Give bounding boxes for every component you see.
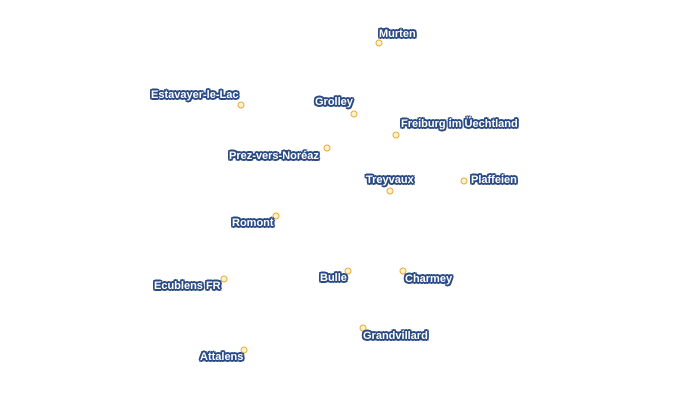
place-marker-icon[interactable] [392, 131, 400, 139]
place-label: Murten [379, 28, 416, 40]
place-label: Ecublens FR [154, 280, 221, 292]
place-label: Grolley [315, 96, 353, 108]
place-label: Grandvillard [363, 330, 428, 342]
place-marker-icon[interactable] [399, 267, 407, 275]
place-marker-icon[interactable] [375, 39, 383, 47]
place-marker-icon[interactable] [350, 110, 358, 118]
place-marker-icon[interactable] [237, 101, 245, 109]
place-label: Romont [232, 217, 274, 229]
place-label: Charmey [405, 273, 453, 285]
place-marker-icon[interactable] [344, 267, 352, 275]
place-marker-icon[interactable] [323, 144, 331, 152]
place-label: Freiburg im Üechtland [401, 118, 518, 130]
place-marker-icon[interactable] [386, 187, 394, 195]
place-marker-icon[interactable] [272, 212, 280, 220]
place-marker-icon[interactable] [220, 275, 228, 283]
place-label: Treyvaux [366, 174, 414, 186]
place-label: Attalens [200, 351, 244, 363]
place-label: Bulle [320, 272, 347, 284]
place-marker-icon[interactable] [460, 177, 468, 185]
place-label: Plaffeien [471, 174, 517, 186]
place-marker-icon[interactable] [359, 324, 367, 332]
place-label: Estavayer-le-Lac [151, 89, 239, 101]
place-label: Prez-vers-Noréaz [229, 150, 319, 162]
place-marker-icon[interactable] [240, 346, 248, 354]
